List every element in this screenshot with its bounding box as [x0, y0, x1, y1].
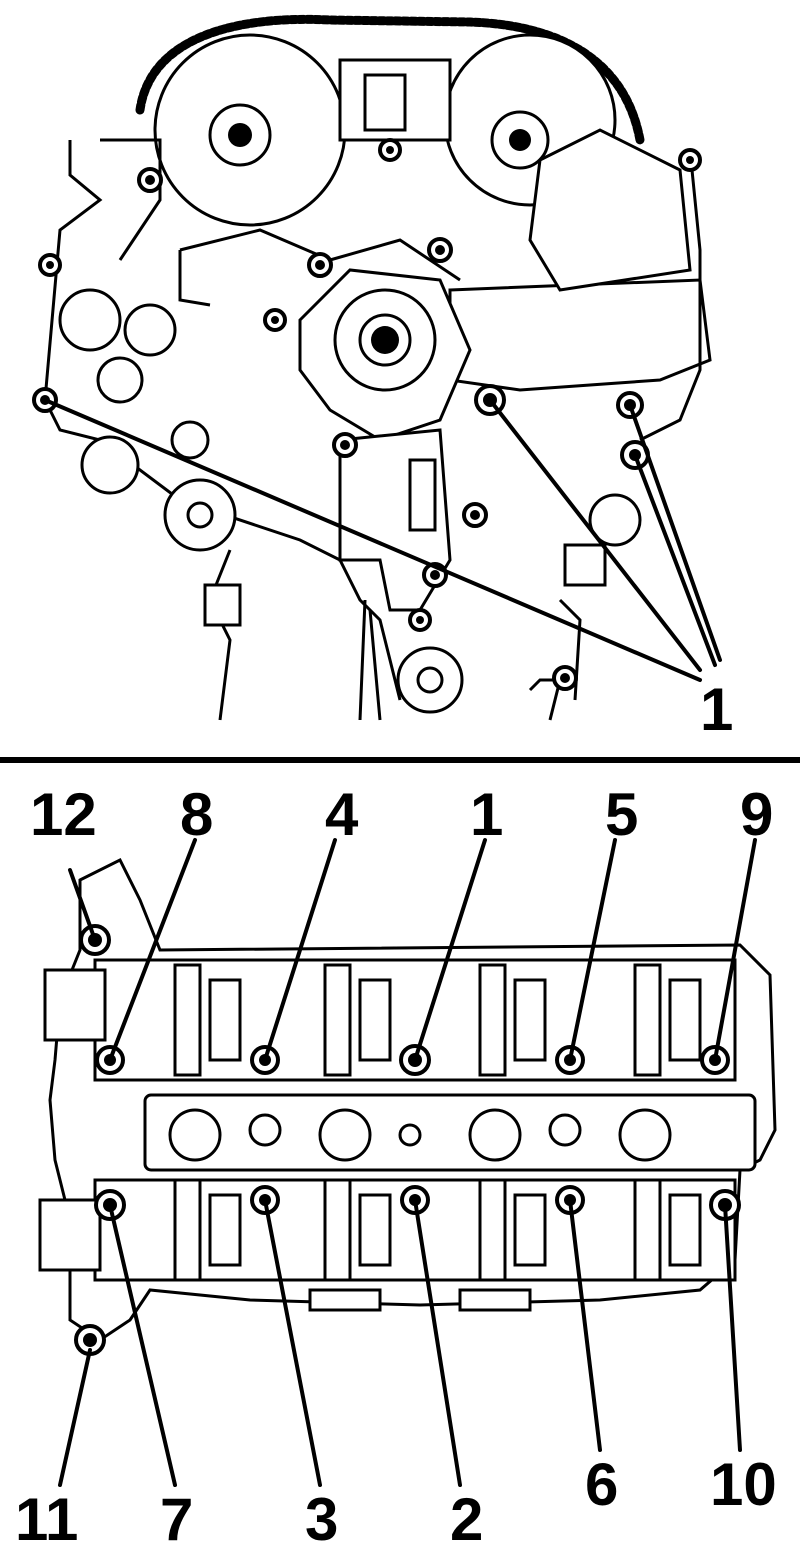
- leader-top-1: [43, 398, 722, 682]
- callout-8: 8: [180, 781, 213, 848]
- bottom-view-cylinder-head: 12 8 4 1 5 9 11 7 3 2 6 10: [15, 781, 777, 1553]
- callout-11: 11: [15, 1486, 78, 1553]
- callout-4: 4: [325, 781, 359, 848]
- spark-plug-strip: [143, 1093, 757, 1172]
- callout-7: 7: [160, 1486, 193, 1553]
- callout-2: 2: [450, 1486, 483, 1553]
- top-bolts: [32, 138, 702, 691]
- timing-chain: [135, 14, 645, 145]
- callout-9: 9: [740, 781, 773, 848]
- callout-5: 5: [605, 781, 638, 848]
- callout-10: 10: [710, 1451, 777, 1518]
- upper-bearing-caps: [173, 963, 702, 1077]
- spark-plug-wells: [168, 1108, 672, 1162]
- top-view-timing-drive: 1: [32, 14, 733, 743]
- bottom-leaders: [58, 838, 757, 1487]
- callout-top-1: 1: [700, 676, 733, 743]
- callout-12: 12: [30, 781, 97, 848]
- callout-6: 6: [585, 1451, 618, 1518]
- callout-3: 3: [305, 1486, 338, 1553]
- callout-1: 1: [470, 781, 503, 848]
- lower-bearing-caps: [173, 1178, 702, 1282]
